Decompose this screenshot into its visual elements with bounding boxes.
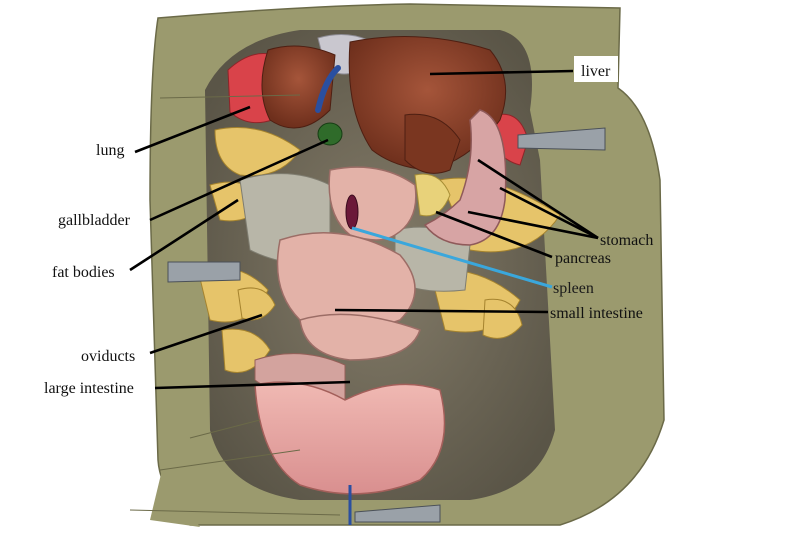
labels: liver lung gallbladder fat bodies stomac… — [44, 56, 653, 397]
leader-liver — [429, 69, 574, 76]
label-bg-liver — [574, 56, 618, 82]
leader-stomach-c — [467, 210, 599, 240]
leader-lung — [134, 105, 251, 154]
leader-large-intestine — [154, 380, 351, 390]
oviducts — [237, 287, 523, 339]
label-lung: lung — [96, 142, 124, 159]
leader-lines — [129, 69, 599, 390]
label-oviducts: oviducts — [81, 348, 135, 365]
dissection-probes — [167, 127, 606, 523]
label-fat-bodies: fat bodies — [52, 264, 115, 281]
spleen — [345, 194, 359, 230]
leader-stomach-b — [499, 186, 599, 240]
skin-flap-lines — [129, 94, 341, 516]
label-large-intestine: large intestine — [44, 380, 134, 397]
leader-fat-bodies — [129, 198, 239, 272]
leader-pancreas — [435, 210, 553, 259]
urinary-bladder — [254, 381, 446, 495]
liver — [261, 36, 507, 174]
leader-small-intestine — [334, 308, 549, 314]
leader-spleen — [351, 226, 553, 289]
leader-oviducts — [149, 313, 263, 355]
hepatic-vein — [315, 65, 341, 113]
gallbladder — [317, 122, 343, 146]
label-small-intestine: small intestine — [550, 305, 643, 322]
label-liver: liver — [581, 63, 611, 80]
leader-stomach-a — [477, 158, 599, 240]
leader-gallbladder — [149, 138, 329, 222]
stomach — [423, 109, 507, 246]
label-gallbladder: gallbladder — [58, 212, 131, 229]
label-spleen: spleen — [553, 280, 594, 297]
label-stomach: stomach — [600, 232, 653, 249]
pancreas — [414, 173, 451, 217]
label-pancreas: pancreas — [555, 250, 611, 267]
